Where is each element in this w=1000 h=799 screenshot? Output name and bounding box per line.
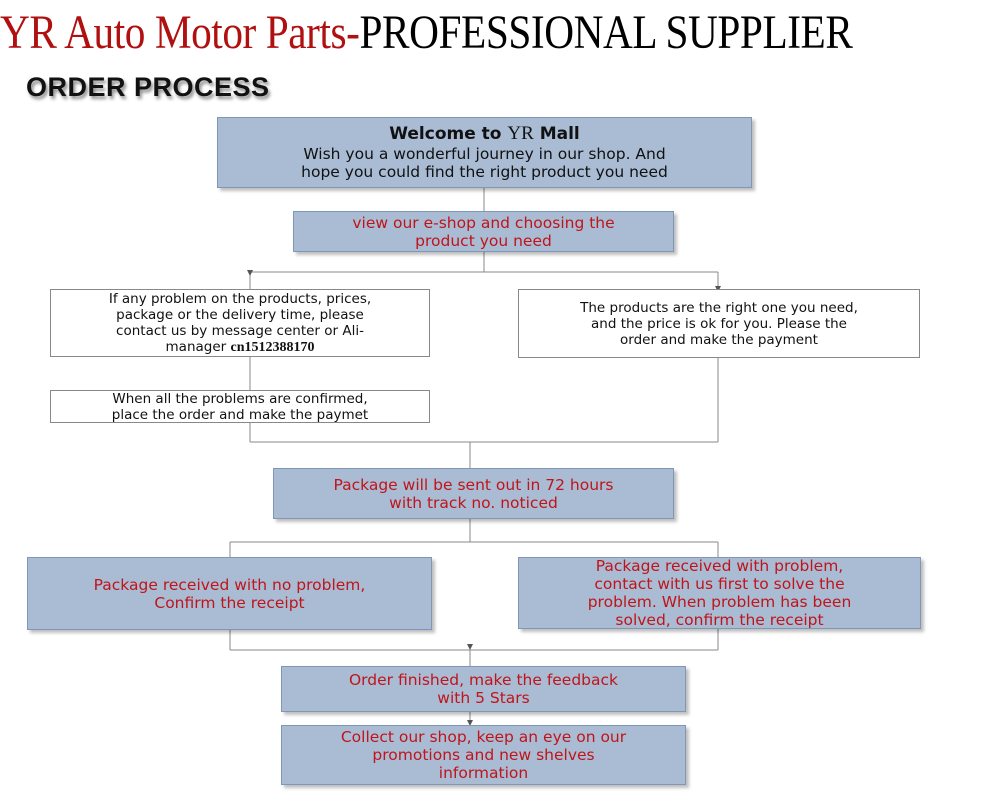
step-received-problem: Package received with problem, contact w… xyxy=(518,557,921,629)
welcome-line-1: Wish you a wonderful journey in our shop… xyxy=(303,144,666,163)
step-problem-contact: If any problem on the products, prices, … xyxy=(50,289,430,357)
step-package-sent: Package will be sent out in 72 hours wit… xyxy=(273,468,674,519)
step-welcome: Welcome to YR Mall Wish you a wonderful … xyxy=(217,117,752,188)
arrowhead xyxy=(467,720,473,726)
header-banner: YR Auto Motor Parts-PROFESSIONAL SUPPLIE… xyxy=(0,0,860,66)
step-received-ok: Package received with no problem, Confir… xyxy=(27,557,432,630)
welcome-heading: Welcome to YR Mall xyxy=(389,122,580,144)
brand-name: YR Auto Motor Parts- xyxy=(0,6,360,59)
brand-tagline: PROFESSIONAL SUPPLIER xyxy=(359,6,853,59)
arrowhead xyxy=(467,644,473,650)
section-title: ORDER PROCESS xyxy=(26,72,270,102)
step-problems-confirmed: When all the problems are confirmed, pla… xyxy=(50,390,430,423)
arrowhead xyxy=(247,270,253,276)
step-view-shop: view our e-shop and choosing the product… xyxy=(293,211,674,252)
step-product-ok: The products are the right one you need,… xyxy=(518,289,920,358)
step-collect-shop: Collect our shop, keep an eye on our pro… xyxy=(281,725,686,785)
step-order-finished: Order finished, make the feedback with 5… xyxy=(281,666,686,712)
welcome-line-2: hope you could find the right product yo… xyxy=(301,162,668,181)
ali-manager-id: cn1512388170 xyxy=(230,339,315,355)
